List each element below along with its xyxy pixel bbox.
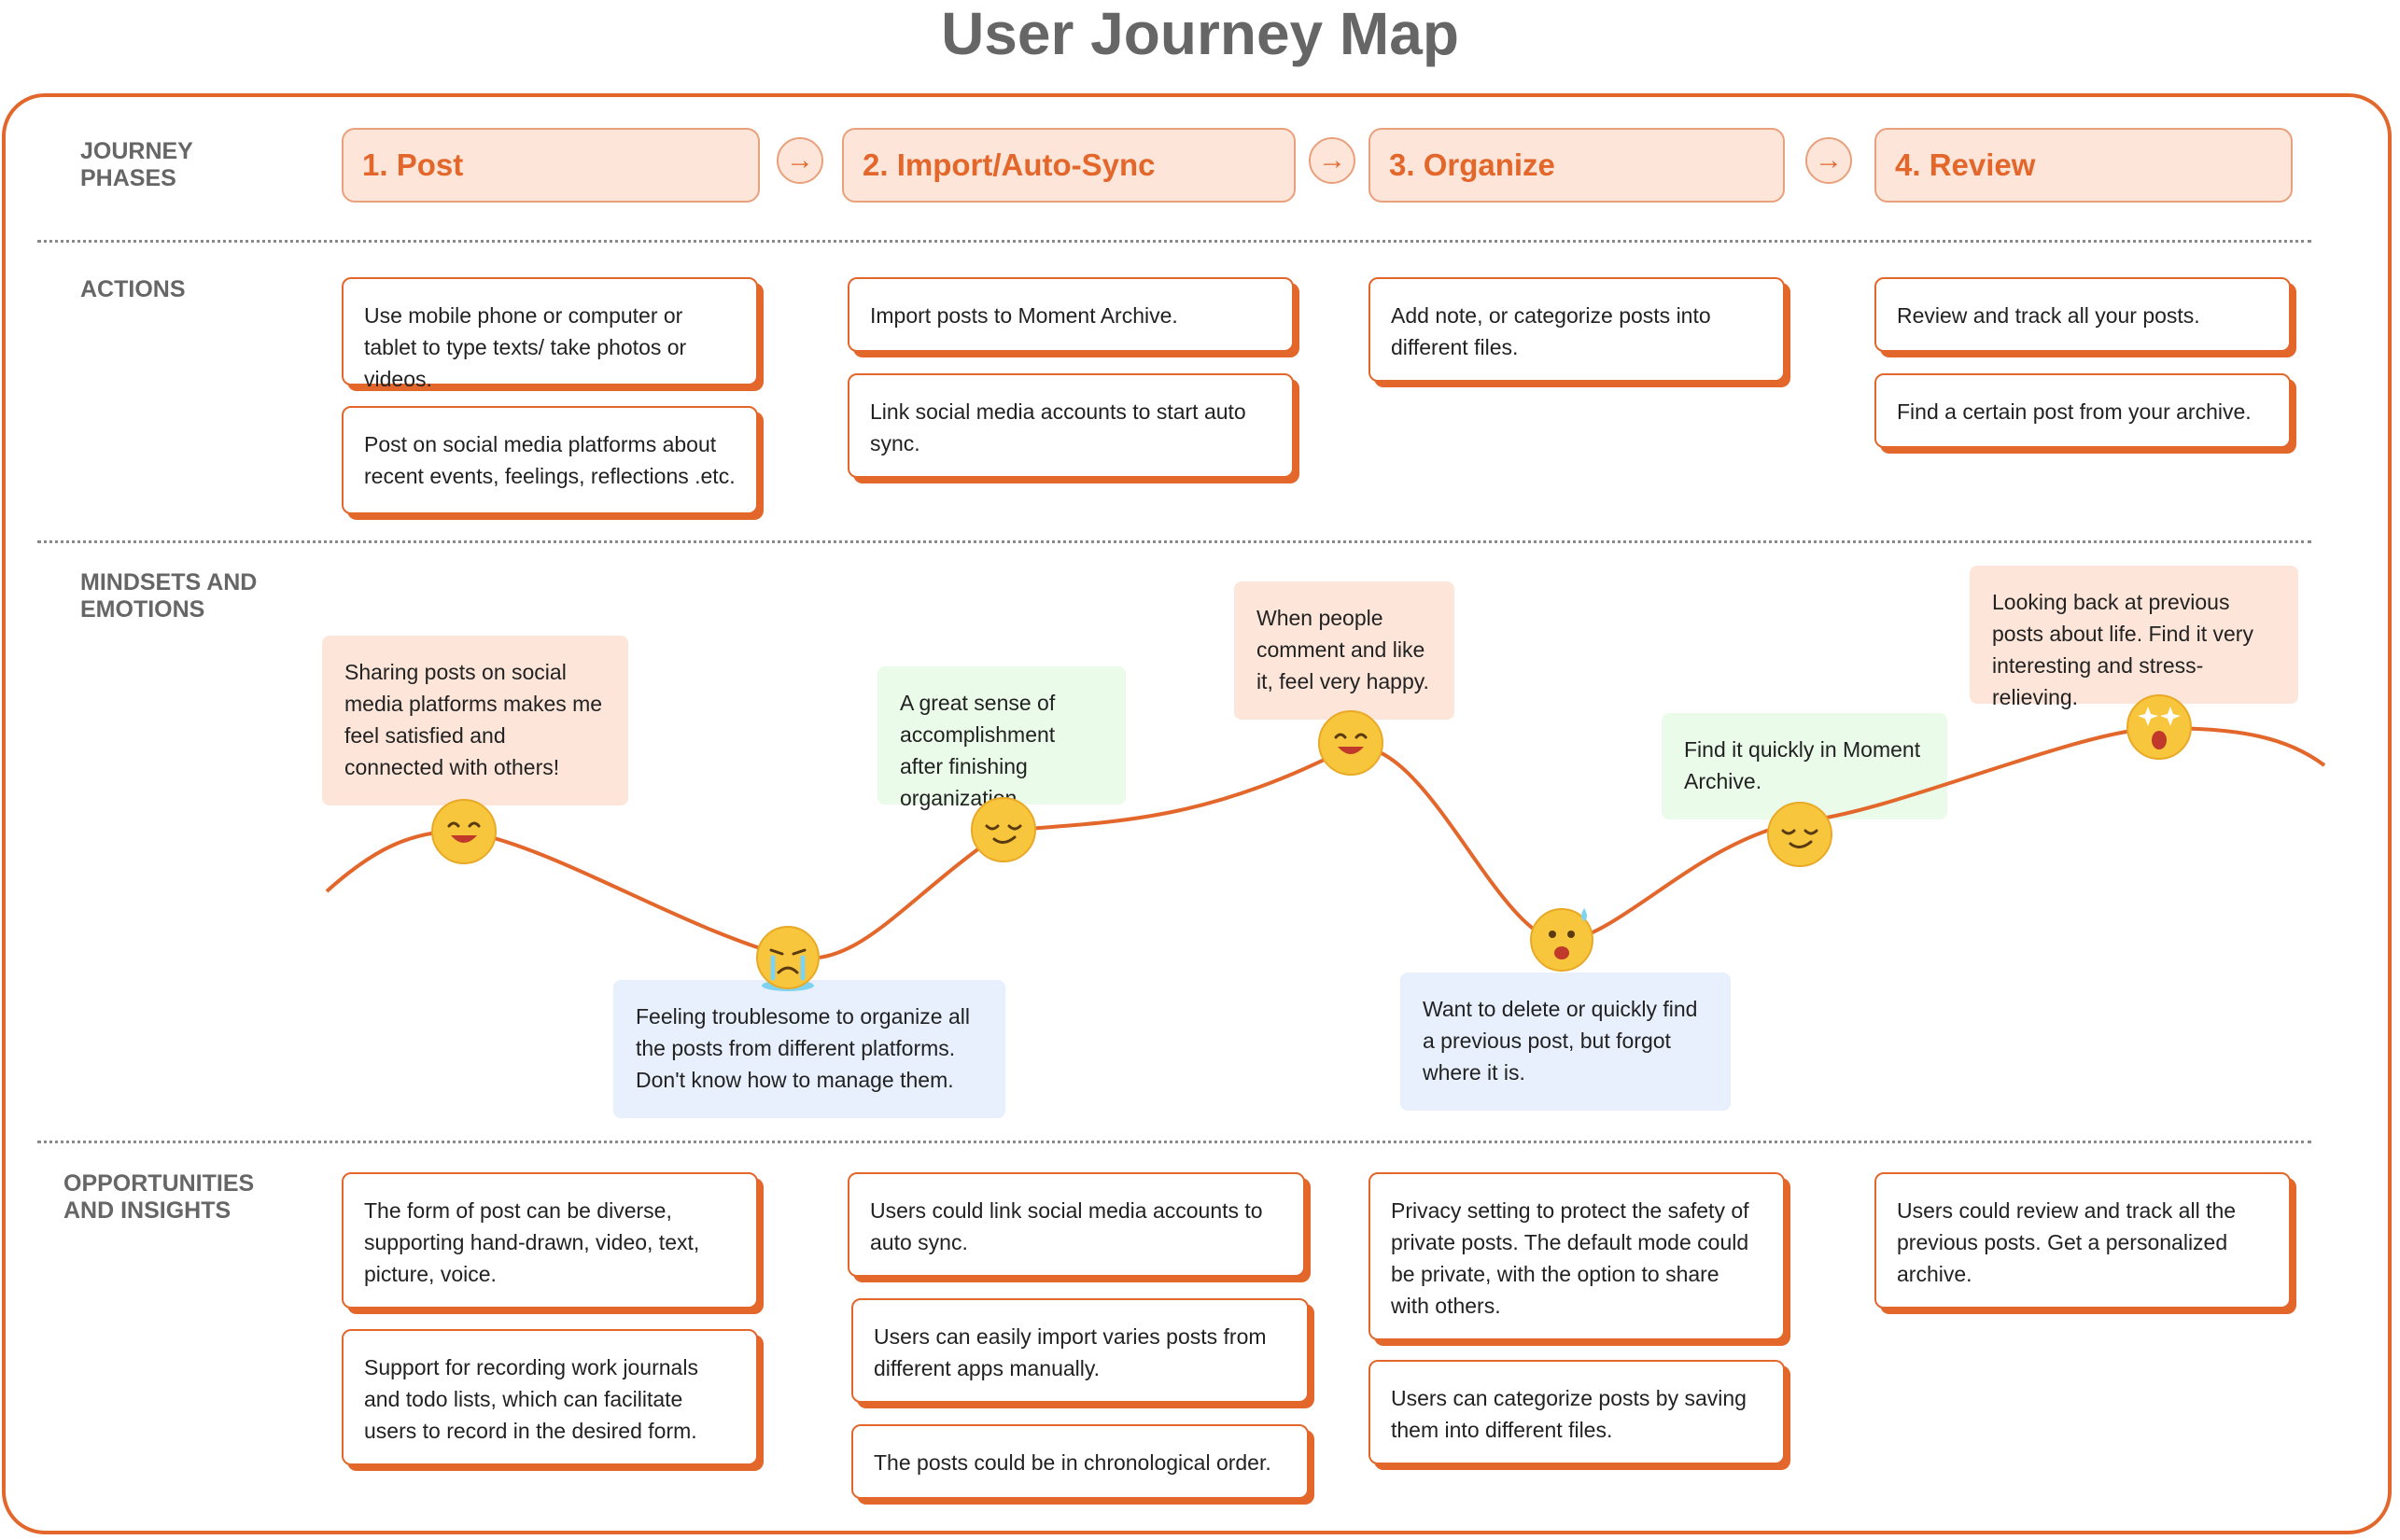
phase-organize: 3. Organize [1368,128,1785,203]
section-divider [37,540,2311,543]
opportunity-card: Privacy setting to protect the safety of… [1368,1172,1785,1340]
action-card: Link social media accounts to start auto… [848,373,1294,478]
section-divider [37,1141,2311,1143]
opportunity-card: The form of post can be diverse, support… [342,1172,758,1309]
phase-import-auto-sync: 2. Import/Auto-Sync [842,128,1296,203]
relieved-face-icon [1767,802,1832,867]
emotion-note: A great sense of accomplishment after fi… [877,666,1126,810]
grinning-face-icon [431,799,497,864]
emotion-note: Want to delete or quickly find a previou… [1400,973,1731,1111]
opportunity-card: Support for recording work journals and … [342,1329,758,1465]
row-label-actions: ACTIONS [80,276,186,302]
arrow-right-icon: → [1309,137,1355,184]
emotion-note: Feeling troublesome to organize all the … [613,980,1005,1118]
action-card: Find a certain post from your archive. [1874,373,2291,448]
action-card: Import posts to Moment Archive. [848,277,1294,352]
emotion-note: When people comment and like it, feel ve… [1234,581,1454,720]
row-label-journey-phases: JOURNEY PHASES [80,138,193,191]
action-card: Review and track all your posts. [1874,277,2291,352]
action-card: Post on social media platforms about rec… [342,406,758,514]
section-divider [37,240,2311,243]
opportunity-card: Users could review and track all the pre… [1874,1172,2291,1309]
crying-face-icon [756,926,820,991]
row-label-opportunities-insights: OPPORTUNITIES AND INSIGHTS [63,1170,255,1224]
action-card: Use mobile phone or computer or tablet t… [342,277,758,391]
opportunity-card: Users can easily import varies posts fro… [851,1298,1309,1403]
opportunity-card: Users can categorize posts by saving the… [1368,1360,1785,1464]
page-title: User Journey Map [941,0,1459,67]
worried-sweat-face-icon [1530,908,1593,972]
phase-post: 1. Post [342,128,760,203]
star-struck-face-icon [2126,694,2192,760]
relieved-face-icon [971,797,1036,862]
opportunity-card: Users could link social media accounts t… [848,1172,1305,1277]
grinning-face-icon [1318,710,1383,776]
arrow-right-icon: → [1805,137,1852,184]
emotion-note: Sharing posts on social media platforms … [322,636,628,805]
journey-map-frame [2,93,2392,1534]
arrow-right-icon: → [777,137,823,184]
row-label-mindsets-emotions: MINDSETS AND EMOTIONS [80,569,258,623]
action-card: Add note, or categorize posts into diffe… [1368,277,1785,382]
emotion-note: Looking back at previous posts about lif… [1970,566,2298,709]
opportunity-card: The posts could be in chronological orde… [851,1424,1309,1499]
phase-review: 4. Review [1874,128,2293,203]
